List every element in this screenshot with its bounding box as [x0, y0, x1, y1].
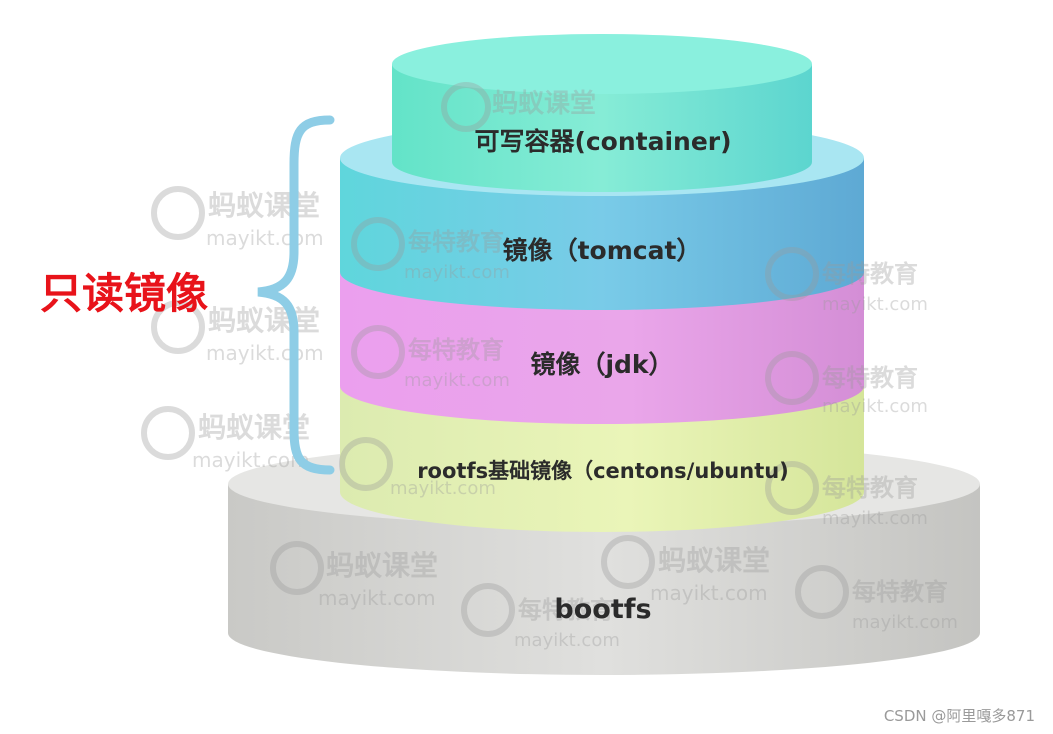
svg-text:蚂蚁课堂: 蚂蚁课堂: [208, 304, 320, 337]
svg-text:mayikt.com: mayikt.com: [206, 341, 324, 365]
watermark-b-8: mayikt.com: [339, 437, 496, 499]
read-only-label: 只读镜像: [40, 269, 208, 318]
watermark-b-7: 每特教育 mayikt.com: [461, 583, 620, 651]
svg-text:mayikt.com: mayikt.com: [206, 226, 324, 250]
svg-text:mayikt.com: mayikt.com: [514, 630, 620, 651]
svg-text:mayikt.com: mayikt.com: [318, 586, 436, 610]
watermark-b-5: 每特教育 mayikt.com: [765, 461, 928, 529]
svg-text:mayikt.com: mayikt.com: [822, 294, 928, 315]
layer-container: [392, 34, 812, 192]
credit-watermark: CSDN @阿里嘎多871: [883, 707, 1035, 725]
watermark-a-1: 蚂蚁课堂 mayikt.com: [151, 186, 324, 250]
svg-text:每特教育: 每特教育: [518, 596, 614, 624]
svg-text:mayikt.com: mayikt.com: [822, 508, 928, 529]
watermark-b-4: 每特教育 mayikt.com: [765, 351, 928, 417]
svg-text:每特教育: 每特教育: [822, 364, 918, 392]
svg-text:蚂蚁课堂: 蚂蚁课堂: [492, 89, 596, 119]
svg-text:蚂蚁课堂: 蚂蚁课堂: [208, 189, 320, 222]
layer-rootfs-side: [340, 386, 864, 532]
layer-container-top: [392, 34, 812, 94]
layer-rootfs: [340, 386, 864, 532]
svg-text:mayikt.com: mayikt.com: [192, 448, 310, 472]
layer-jdk: [340, 272, 864, 424]
read-only-brace: [257, 115, 335, 475]
svg-text:mayikt.com: mayikt.com: [404, 262, 510, 283]
watermarks: 蚂蚁课堂 mayikt.com 蚂蚁课堂 mayikt.com 蚂蚁课堂 may…: [141, 82, 958, 651]
svg-text:每特教育: 每特教育: [822, 260, 918, 288]
layer-tomcat-label: 镜像（tomcat）: [503, 236, 702, 265]
watermark-a-5: 蚂蚁课堂 mayikt.com: [601, 535, 770, 605]
watermark-a-2: 蚂蚁课堂 mayikt.com: [151, 300, 324, 365]
watermark-a-4: 蚂蚁课堂: [441, 82, 596, 132]
layer-container-label: 可写容器(container): [474, 127, 731, 156]
layer-bootfs-side: [228, 484, 980, 675]
svg-text:mayikt.com: mayikt.com: [852, 612, 958, 633]
svg-text:蚂蚁课堂: 蚂蚁课堂: [658, 544, 770, 577]
layer-jdk-label: 镜像（jdk）: [530, 350, 673, 379]
layer-bootfs-label: bootfs: [554, 594, 651, 625]
svg-text:每特教育: 每特教育: [822, 474, 918, 502]
layer-rootfs-label: rootfs基础镜像（centons/ubuntu): [417, 459, 789, 483]
layer-container-side: [392, 64, 812, 192]
svg-text:mayikt.com: mayikt.com: [404, 370, 510, 391]
watermark-a-3: 蚂蚁课堂 mayikt.com: [141, 406, 310, 472]
watermark-b-3: 每特教育 mayikt.com: [765, 247, 928, 315]
svg-text:mayikt.com: mayikt.com: [390, 478, 496, 499]
watermark-b-1: 每特教育 mayikt.com: [351, 217, 510, 283]
watermark-b-6: 每特教育 mayikt.com: [795, 565, 958, 633]
svg-text:mayikt.com: mayikt.com: [822, 396, 928, 417]
svg-text:每特教育: 每特教育: [408, 228, 504, 256]
svg-text:每特教育: 每特教育: [852, 578, 948, 606]
layer-jdk-side: [340, 272, 864, 424]
svg-text:每特教育: 每特教育: [408, 336, 504, 364]
watermark-a-6: 蚂蚁课堂 mayikt.com: [270, 541, 438, 610]
watermark-b-2: 每特教育 mayikt.com: [351, 325, 510, 391]
svg-text:mayikt.com: mayikt.com: [650, 581, 768, 605]
layer-tomcat-side: [340, 158, 864, 310]
svg-text:蚂蚁课堂: 蚂蚁课堂: [326, 549, 438, 582]
